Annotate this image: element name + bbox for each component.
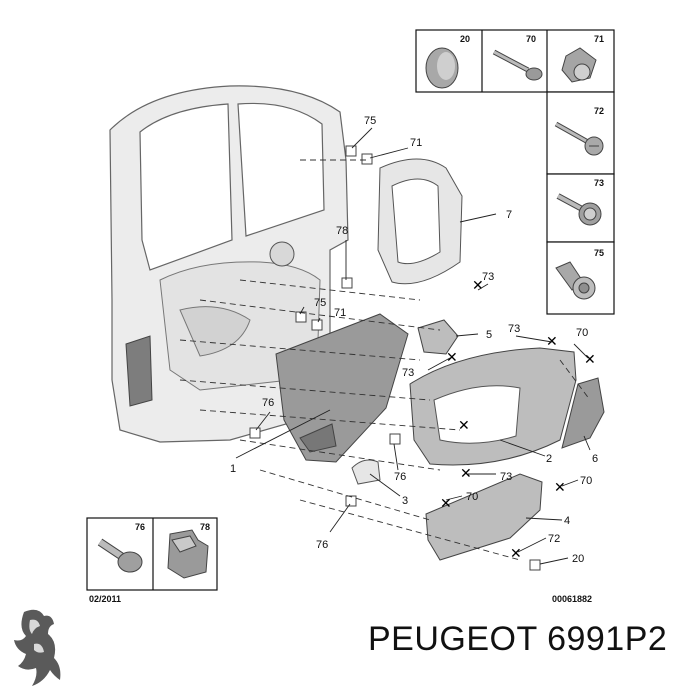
clip-icon bbox=[561, 47, 597, 83]
callout-78: 78 bbox=[336, 225, 348, 237]
callout-3: 3 bbox=[402, 495, 408, 507]
callout-7: 7 bbox=[506, 209, 512, 221]
svg-text:✕: ✕ bbox=[440, 496, 452, 512]
callout-71: 71 bbox=[334, 307, 346, 319]
armrest-trim-part-2 bbox=[409, 347, 577, 466]
callout-70: 70 bbox=[576, 327, 588, 339]
svg-text:✕: ✕ bbox=[446, 350, 458, 366]
brand-title: PEUGEOT 6991P2 bbox=[368, 620, 668, 658]
inset-label-78: 78 bbox=[200, 522, 210, 532]
inset-label-70: 70 bbox=[526, 34, 536, 44]
callout-2: 2 bbox=[546, 453, 552, 465]
callout-76: 76 bbox=[394, 471, 406, 483]
callout-71: 71 bbox=[410, 137, 422, 149]
diagram-date: 02/2011 bbox=[89, 594, 121, 604]
rivet-76-icon bbox=[97, 538, 143, 573]
peugeot-lion-logo bbox=[14, 609, 61, 686]
callout-20: 20 bbox=[572, 553, 584, 565]
bolt-icon bbox=[492, 49, 543, 81]
mirror-trim-part-7 bbox=[377, 158, 463, 285]
leader-lines bbox=[235, 127, 591, 565]
callout-labels: 75 71 7 78 73 75 71 5 73 70 73 76 1 76 2… bbox=[230, 115, 598, 565]
callout-70: 70 bbox=[466, 491, 478, 503]
inset-label-20: 20 bbox=[460, 34, 470, 44]
svg-text:✕: ✕ bbox=[584, 352, 596, 368]
callout-73: 73 bbox=[482, 271, 494, 283]
fastener-inset-top: 20 70 71 72 73 75 bbox=[415, 29, 615, 315]
callout-76: 76 bbox=[316, 539, 328, 551]
clip-78-icon bbox=[167, 529, 209, 579]
callout-73: 73 bbox=[402, 367, 414, 379]
svg-text:✕: ✕ bbox=[458, 418, 470, 434]
svg-text:✕: ✕ bbox=[510, 546, 522, 562]
screw-icon bbox=[554, 121, 604, 156]
parts-diagram: 20 70 71 72 73 75 bbox=[86, 29, 615, 604]
svg-text:✕: ✕ bbox=[554, 480, 566, 496]
assembly-lines bbox=[179, 159, 591, 561]
side-cover-part-6 bbox=[561, 377, 605, 449]
svg-text:✕: ✕ bbox=[460, 466, 472, 482]
callout-4: 4 bbox=[564, 515, 570, 527]
inset-label-72: 72 bbox=[594, 106, 604, 116]
callout-5: 5 bbox=[486, 329, 492, 341]
callout-70: 70 bbox=[580, 475, 592, 487]
svg-text:✕: ✕ bbox=[472, 278, 484, 294]
inset-label-73: 73 bbox=[594, 178, 604, 188]
plug-cap-icon bbox=[425, 47, 459, 89]
push-rivet-icon bbox=[555, 261, 596, 300]
inset-label-76: 76 bbox=[135, 522, 145, 532]
inset-label-75: 75 bbox=[594, 248, 604, 258]
washer-screw-icon bbox=[556, 193, 602, 226]
callout-72: 72 bbox=[548, 533, 560, 545]
inset-label-71: 71 bbox=[594, 34, 604, 44]
callout-75: 75 bbox=[314, 297, 326, 309]
pocket-part-4 bbox=[425, 473, 543, 561]
callout-73: 73 bbox=[500, 471, 512, 483]
callout-75: 75 bbox=[364, 115, 376, 127]
callout-6: 6 bbox=[592, 453, 598, 465]
inner-panel-part-1 bbox=[275, 313, 409, 463]
handle-part-3 bbox=[351, 459, 381, 485]
callout-73: 73 bbox=[508, 323, 520, 335]
callout-76: 76 bbox=[262, 397, 274, 409]
diagram-reference: 00061882 bbox=[552, 594, 592, 604]
callout-1: 1 bbox=[230, 463, 236, 475]
fastener-inset-bottom: 76 78 bbox=[86, 517, 218, 591]
bracket-part-5 bbox=[417, 319, 459, 355]
